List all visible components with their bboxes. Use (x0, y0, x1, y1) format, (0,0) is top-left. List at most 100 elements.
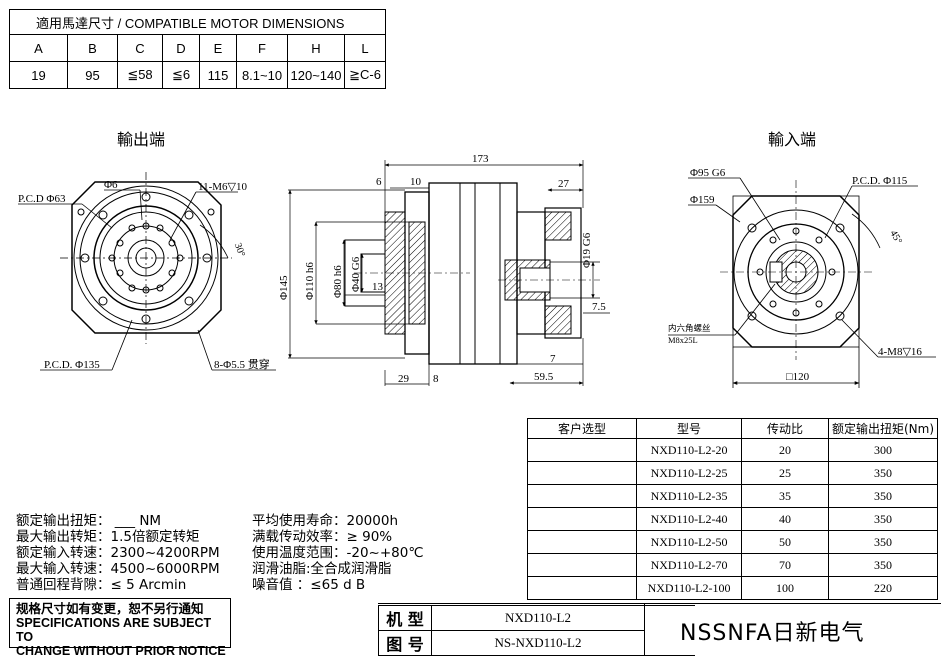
motor-header-d: D (162, 34, 200, 62)
motor-value-b: 95 (67, 61, 118, 89)
label-angle30: 30° (232, 242, 247, 259)
cell-model: NXD110-L2-100 (636, 576, 742, 600)
cell-ratio: 70 (741, 553, 829, 577)
label-d80: Φ80 h6 (332, 265, 344, 298)
motor-value-d: ≦6 (162, 61, 200, 89)
input-end-title: 輸入端 (768, 130, 817, 149)
cell-torque: 350 (828, 461, 938, 485)
drawing-no-label: 图 号 (378, 630, 432, 656)
notice-line-en2: CHANGE WITHOUT PRIOR NOTICE (16, 644, 226, 658)
cell-ratio: 50 (741, 530, 829, 554)
label-d7: 7 (550, 353, 556, 365)
params-right: 平均使用寿命：20000h 满载传动效率：≥ 90% 使用温度范围：-20~+8… (252, 513, 424, 593)
cell-model: NXD110-L2-25 (636, 461, 742, 485)
input-adapter-section (498, 207, 600, 339)
label-d159: Φ159 (690, 194, 715, 206)
cell-model: NXD110-L2-20 (636, 438, 742, 462)
motor-header-a: A (9, 34, 68, 62)
output-shaft-section (344, 191, 470, 355)
cell-ratio: 100 (741, 576, 829, 600)
motor-table-value-row: 19 95 ≦58 ≦6 115 8.1~10 120~140 ≧C-6 (9, 61, 386, 89)
input-end-view (668, 177, 936, 388)
input-leaders (668, 177, 936, 388)
cell-model: NXD110-L2-50 (636, 530, 742, 554)
technical-drawing: P.C.D Φ63 Φ6 11-M6▽10 30° P.C.D. Φ135 8-… (18, 153, 936, 388)
output-end-title: 輸出端 (117, 130, 166, 149)
label-d110: Φ110 h6 (304, 262, 316, 300)
cell-customer (527, 553, 637, 577)
cell-ratio: 40 (741, 507, 829, 531)
label-pcd115: P.C.D. Φ115 (852, 175, 908, 187)
cell-model: NXD110-L2-40 (636, 507, 742, 531)
notice-line-en1: SPECIFICATIONS ARE SUBJECT TO (16, 616, 212, 644)
label-hex-size: M8x25L (668, 335, 698, 345)
motor-value-e: 115 (199, 61, 237, 89)
motor-value-c: ≦58 (117, 61, 163, 89)
motor-header-e: E (199, 34, 237, 62)
label-m8: 4-M8▽16 (878, 346, 922, 358)
param-efficiency: 满载传动效率：≥ 90% (252, 529, 393, 545)
title-block: 机 型 NXD110-L2 图 号 NS-NXD110-L2 (378, 605, 695, 656)
label-d40: Φ40 G6 (350, 256, 362, 292)
cell-torque: 350 (828, 484, 938, 508)
notice-box: 规格尺寸如有变更，恕不另行通知 SPECIFICATIONS ARE SUBJE… (9, 598, 231, 658)
param-service-life: 平均使用寿命：20000h (252, 513, 399, 529)
cell-customer (527, 530, 637, 554)
title-block-top-border (378, 603, 941, 604)
motor-dimensions-table: 適用馬達尺寸 / COMPATIBLE MOTOR DIMENSIONS A B… (9, 9, 386, 89)
label-hex-screw: 内六角螺丝 (668, 323, 711, 333)
cell-customer (527, 507, 637, 531)
param-max-output-torque: 最大输出转矩：1.5倍额定转矩 (16, 529, 200, 545)
label-d595: 59.5 (534, 371, 554, 383)
label-m6: 11-M6▽10 (198, 181, 247, 193)
param-rated-input-speed: 额定输入转速：2300~4200RPM (16, 545, 220, 561)
param-noise: 噪音值 ：≤65 d B (252, 577, 366, 593)
input-bolt-holes (747, 223, 845, 321)
label-sq120: □120 (786, 371, 810, 383)
cell-torque: 350 (828, 507, 938, 531)
label-pcd135: P.C.D. Φ135 (44, 359, 100, 371)
dimension-lines (288, 160, 610, 386)
output-bolt-holes (77, 192, 215, 324)
drawing-no-value: NS-NXD110-L2 (431, 630, 645, 656)
label-d95: Φ95 G6 (690, 167, 726, 179)
motor-value-l: ≧C-6 (344, 61, 386, 89)
output-end-view (18, 172, 276, 371)
side-section-view (288, 160, 610, 386)
output-leaders (18, 189, 276, 371)
label-d173: 173 (472, 153, 489, 165)
cell-customer (527, 438, 637, 462)
label-d145: Φ145 (278, 275, 290, 300)
cell-ratio: 35 (741, 484, 829, 508)
cell-model: NXD110-L2-35 (636, 484, 742, 508)
motor-value-f: 8.1~10 (236, 61, 288, 89)
label-d13: 13 (372, 281, 384, 293)
param-temperature: 使用温度范围：-20~+80℃ (252, 545, 424, 561)
label-d19: Φ19 G6 (581, 232, 593, 268)
motor-value-h: 120~140 (287, 61, 345, 89)
param-backlash: 普通回程背隙：≤ 5 Arcmin (16, 577, 187, 593)
spec-table-header: 客户选型 型号 传动比 额定输出扭矩(Nm) (527, 418, 938, 439)
label-d29: 29 (398, 373, 410, 385)
cell-torque: 300 (828, 438, 938, 462)
spec-header-customer: 客户选型 (527, 418, 637, 439)
model-label: 机 型 (378, 605, 432, 631)
label-holes8: 8-Φ5.5 贯穿 (214, 357, 270, 371)
notice-line-cn: 规格尺寸如有变更，恕不另行通知 (16, 602, 204, 616)
label-d27: 27 (558, 178, 570, 190)
param-max-input-speed: 最大输入转速：4500~6000RPM (16, 561, 220, 577)
cell-torque: 220 (828, 576, 938, 600)
cell-ratio: 20 (741, 438, 829, 462)
input-flange-outline (720, 180, 872, 360)
spec-header-torque: 额定输出扭矩(Nm) (828, 418, 938, 439)
params-left: 额定输出扭矩： ___ NM 最大输出转矩：1.5倍额定转矩 额定输入转速：23… (16, 513, 220, 593)
param-rated-output-torque: 额定输出扭矩： ___ NM (16, 513, 162, 529)
motor-table-header-row: A B C D E F H L (9, 34, 386, 62)
label-d10: 10 (410, 176, 422, 188)
spec-header-model: 型号 (636, 418, 742, 439)
label-d75: 7.5 (592, 301, 606, 313)
